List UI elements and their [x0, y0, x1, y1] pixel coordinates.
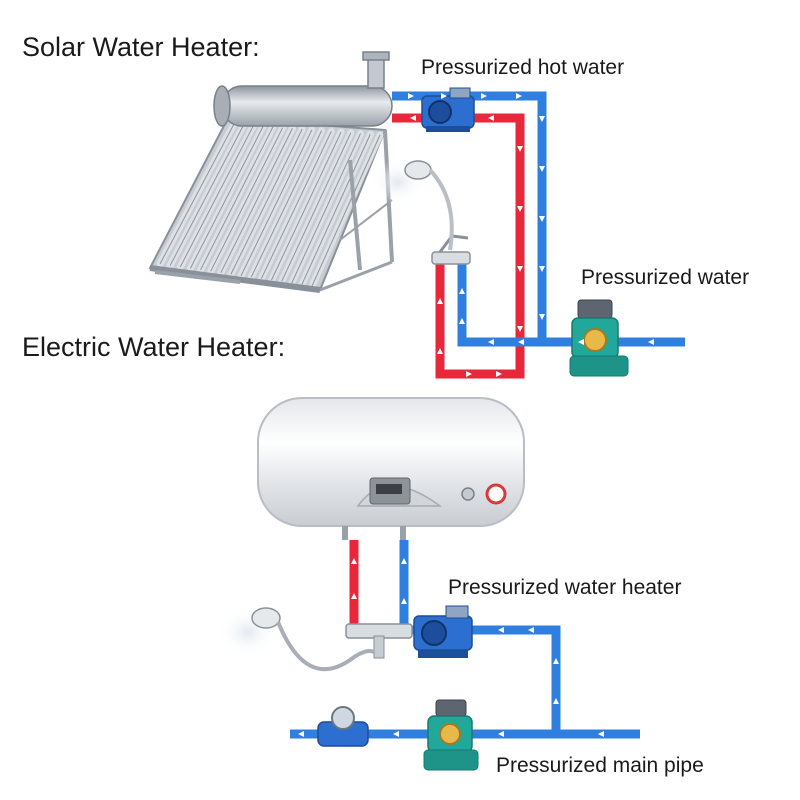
- flow-arrow: [528, 627, 534, 633]
- vacuum-tube-shade: [189, 125, 264, 269]
- flow-arrow: [518, 339, 524, 345]
- vacuum-tube-shade: [301, 134, 371, 285]
- vacuum-tube-shade: [159, 123, 235, 265]
- flow-arrow: [516, 93, 522, 99]
- flow-arrow: [553, 658, 559, 664]
- vacuum-tube-shade: [210, 127, 284, 272]
- flow-arrow: [539, 216, 545, 222]
- label-pressurized-main-pipe: Pressurized main pipe: [496, 754, 704, 777]
- electric-heater-icon: [257, 397, 525, 540]
- label-pressurized-water: Pressurized water: [581, 266, 750, 289]
- solar-tubes: [156, 120, 384, 290]
- flow-arrow: [498, 627, 504, 633]
- flow-arrow: [401, 598, 407, 604]
- flow-arrow: [298, 731, 304, 737]
- electric-heading: Electric Water Heater:: [22, 332, 286, 362]
- vacuum-tube-shade: [271, 131, 342, 281]
- flow-arrow: [393, 731, 399, 737]
- vacuum-tube-shade: [220, 128, 293, 274]
- shower-head-icon: [218, 607, 375, 672]
- flow-arrow: [410, 115, 416, 121]
- flow-arrow: [539, 116, 545, 122]
- flow-arrow: [481, 93, 487, 99]
- water-meter-icon: [317, 706, 369, 747]
- flow-arrow: [351, 558, 357, 564]
- flow-arrow: [539, 314, 545, 320]
- flow-arrow: [539, 166, 545, 172]
- shower-head-icon: [370, 160, 454, 251]
- flow-arrow: [553, 698, 559, 704]
- flow-arrow: [598, 731, 604, 737]
- flow-arrow: [517, 326, 523, 332]
- flow-arrow: [437, 298, 443, 304]
- vacuum-tube-shade: [230, 128, 303, 275]
- water-pump-icon: [423, 699, 479, 771]
- vacuum-tube-shade: [179, 125, 254, 268]
- water-pump-icon: [569, 299, 629, 377]
- solar-pipes: [392, 91, 685, 379]
- flow-arrows: [298, 93, 654, 737]
- flow-arrow: [648, 339, 654, 345]
- vacuum-tube-shade: [291, 133, 361, 284]
- flow-arrow: [498, 731, 504, 737]
- flow-arrow: [517, 206, 523, 212]
- vacuum-tube-shade: [281, 132, 352, 282]
- mixer-valve-icon: [345, 623, 413, 659]
- flow-arrow: [441, 93, 447, 99]
- label-pressurized-hot-water: Pressurized hot water: [421, 56, 625, 79]
- flow-arrow: [437, 348, 443, 354]
- flow-arrow: [466, 371, 472, 377]
- vacuum-tube-shade: [250, 130, 323, 278]
- solar-heater-icon: [148, 51, 394, 293]
- flow-arrow: [496, 371, 502, 377]
- flow-arrow: [408, 93, 414, 99]
- flow-arrow: [459, 288, 465, 294]
- vacuum-tube-shade: [240, 129, 313, 276]
- flow-arrow: [517, 146, 523, 152]
- vacuum-tube-shade: [311, 134, 381, 287]
- flow-arrow: [539, 266, 545, 272]
- vacuum-tube-shade: [200, 126, 274, 271]
- water-pump-icon: [413, 605, 473, 658]
- flow-arrow: [459, 318, 465, 324]
- flow-arrow: [488, 115, 494, 121]
- vacuum-tube-shade: [260, 131, 332, 279]
- flow-arrow: [351, 593, 357, 599]
- flow-arrow: [488, 339, 494, 345]
- vacuum-tube-shade: [169, 124, 245, 266]
- flow-arrow: [401, 558, 407, 564]
- flow-arrow: [517, 266, 523, 272]
- water-pump-icon: [421, 87, 475, 132]
- label-pressurized-water-heater: Pressurized water heater: [448, 576, 682, 599]
- flow-arrow: [578, 339, 584, 345]
- solar-heading: Solar Water Heater:: [22, 32, 260, 62]
